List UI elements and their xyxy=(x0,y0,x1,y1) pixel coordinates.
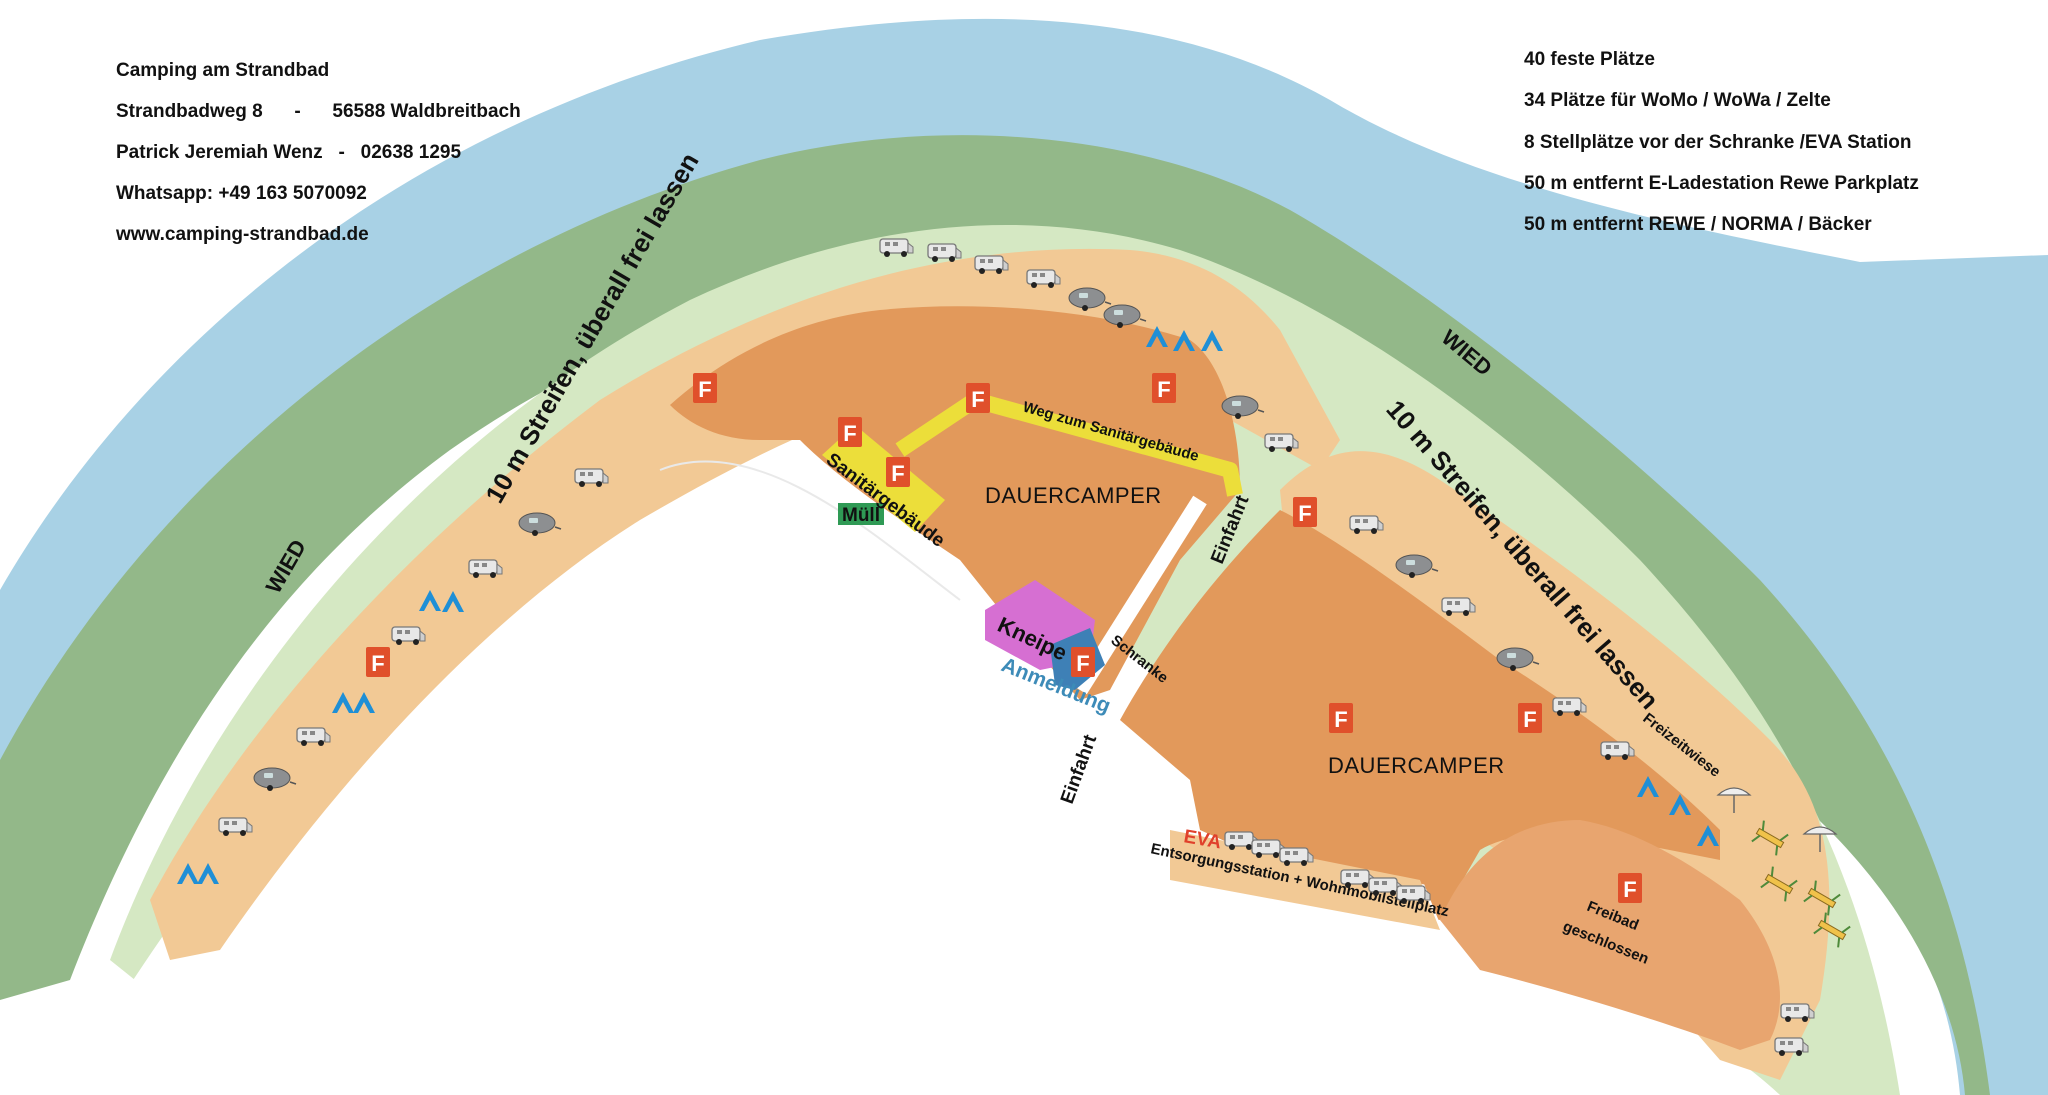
info-camp-name: Camping am Strandbad xyxy=(116,60,329,81)
info-address: Strandbadweg 8 - 56588 Waldbreitbach xyxy=(116,101,521,122)
muell-area xyxy=(838,503,884,525)
info-tourist-pitches: 34 Plätze für WoMo / WoWa / Zelte xyxy=(1524,90,1831,111)
dauercamper-zone-1 xyxy=(670,306,1240,700)
info-fixed-pitches: 40 feste Plätze xyxy=(1524,49,1655,70)
info-website: www.camping-strandbad.de xyxy=(115,224,369,245)
dauercamper-zone-2 xyxy=(1120,510,1720,920)
label-muell: Müll xyxy=(842,505,880,526)
info-charging: 50 m entfernt E-Ladestation Rewe Parkpla… xyxy=(1524,173,1919,194)
freibad-zone xyxy=(1440,820,1780,1050)
eva-zone xyxy=(1170,830,1440,930)
info-phone: Patrick Jeremiah Wenz - 02638 1295 xyxy=(116,142,461,163)
zone-label-dauercamper-1: DAUERCAMPER xyxy=(985,483,1162,508)
info-shops: 50 m entfernt REWE / NORMA / Bäcker xyxy=(1524,214,1872,235)
info-left: Camping am Strandbad Strandbadweg 8 - 56… xyxy=(115,60,521,245)
info-eva-pitches: 8 Stellplätze vor der Schranke /EVA Stat… xyxy=(1524,132,1912,153)
info-whatsapp: Whatsapp: +49 163 5070092 xyxy=(116,183,367,204)
land-south xyxy=(40,404,1780,1095)
sanitaer-building xyxy=(822,425,945,532)
green-strip xyxy=(0,135,1990,1095)
weg-sanitaer xyxy=(895,392,1243,497)
info-right: 40 feste Plätze 34 Plätze für WoMo / WoW… xyxy=(1524,49,1919,235)
zone-label-dauercamper-2: DAUERCAMPER xyxy=(1328,753,1505,778)
